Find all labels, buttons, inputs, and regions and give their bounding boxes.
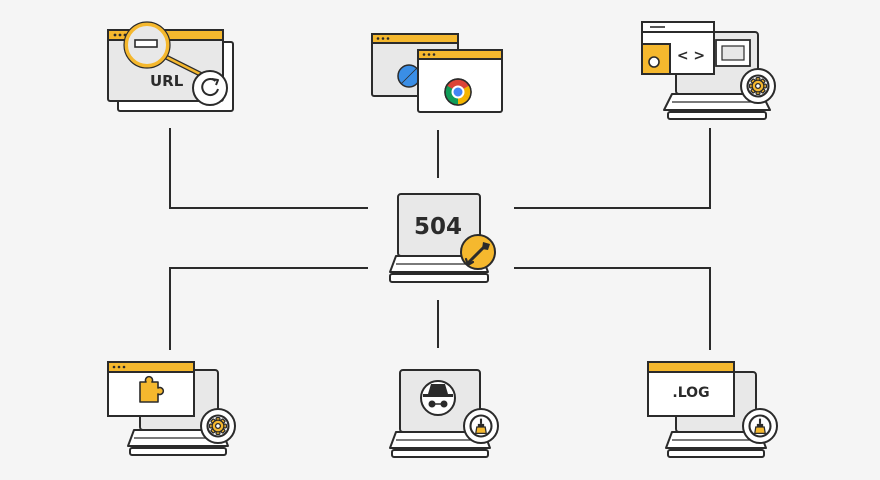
- laptop-504-wrench-icon: 504: [389, 193, 496, 283]
- refresh-icon: [192, 70, 228, 106]
- gear-icon: [200, 408, 236, 444]
- wrench-icon: [460, 234, 496, 270]
- log-label: .LOG: [672, 385, 709, 401]
- connector-top-left: [169, 128, 368, 209]
- connector-top-right: [514, 128, 711, 209]
- error-code-label: 504: [414, 214, 462, 240]
- safari-icon: [397, 64, 421, 88]
- connector-bottom-left: [169, 267, 368, 350]
- code-settings-laptop-icon: < >: [641, 21, 776, 120]
- log-cleanup-laptop-icon: .LOG: [647, 361, 778, 458]
- url-search-refresh-icon: URL: [107, 21, 234, 112]
- connector-bottom-right: [514, 267, 711, 350]
- browser-windows-icon: [371, 33, 503, 113]
- incognito-cleanup-laptop-icon: [389, 369, 499, 458]
- brush-icon: [742, 408, 778, 444]
- connectors: [169, 128, 711, 350]
- incognito-icon: [420, 380, 456, 416]
- gear-icon: [740, 68, 776, 104]
- plugin-settings-laptop-icon: [107, 361, 236, 456]
- code-brackets-icon: < >: [677, 48, 705, 64]
- url-label: URL: [150, 72, 184, 90]
- chrome-icon: [444, 78, 472, 106]
- brush-icon: [463, 408, 499, 444]
- puzzle-icon: [139, 375, 165, 403]
